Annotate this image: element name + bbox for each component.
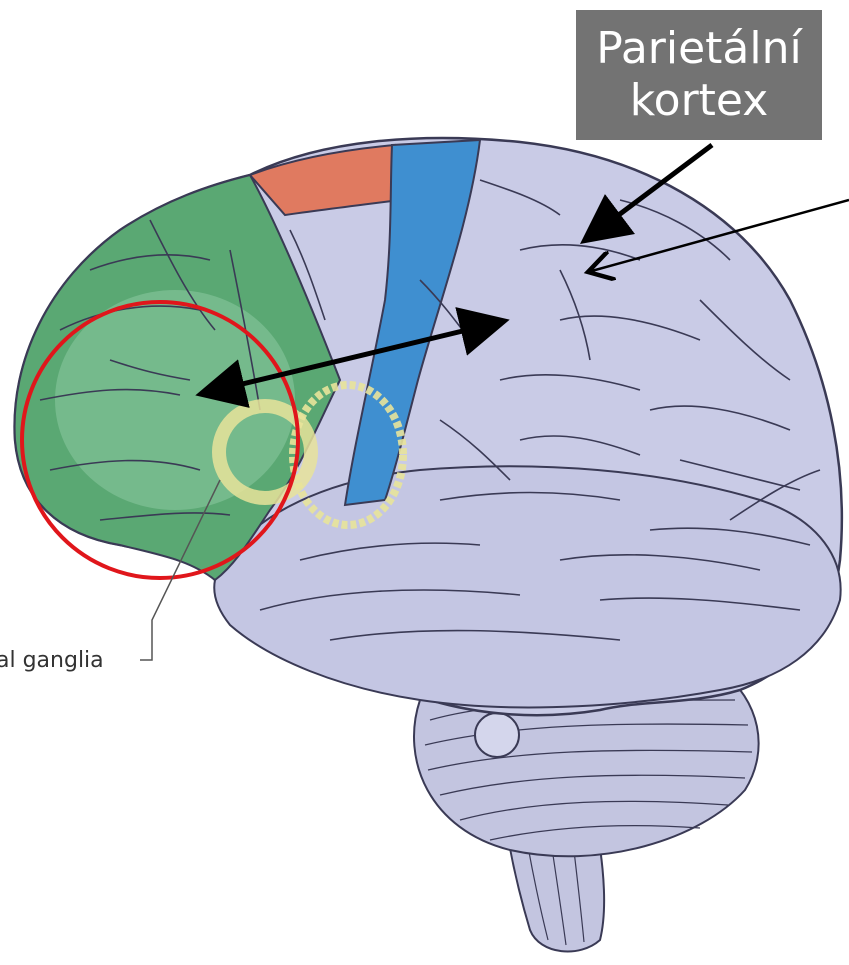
cerebellum-node [475, 713, 519, 757]
callout-line-1: Parietální [596, 23, 801, 75]
basal-ganglia-label: al ganglia [0, 648, 104, 673]
parietal-cortex-callout: Parietální kortex [576, 10, 822, 140]
callout-line-2: kortex [630, 75, 769, 127]
